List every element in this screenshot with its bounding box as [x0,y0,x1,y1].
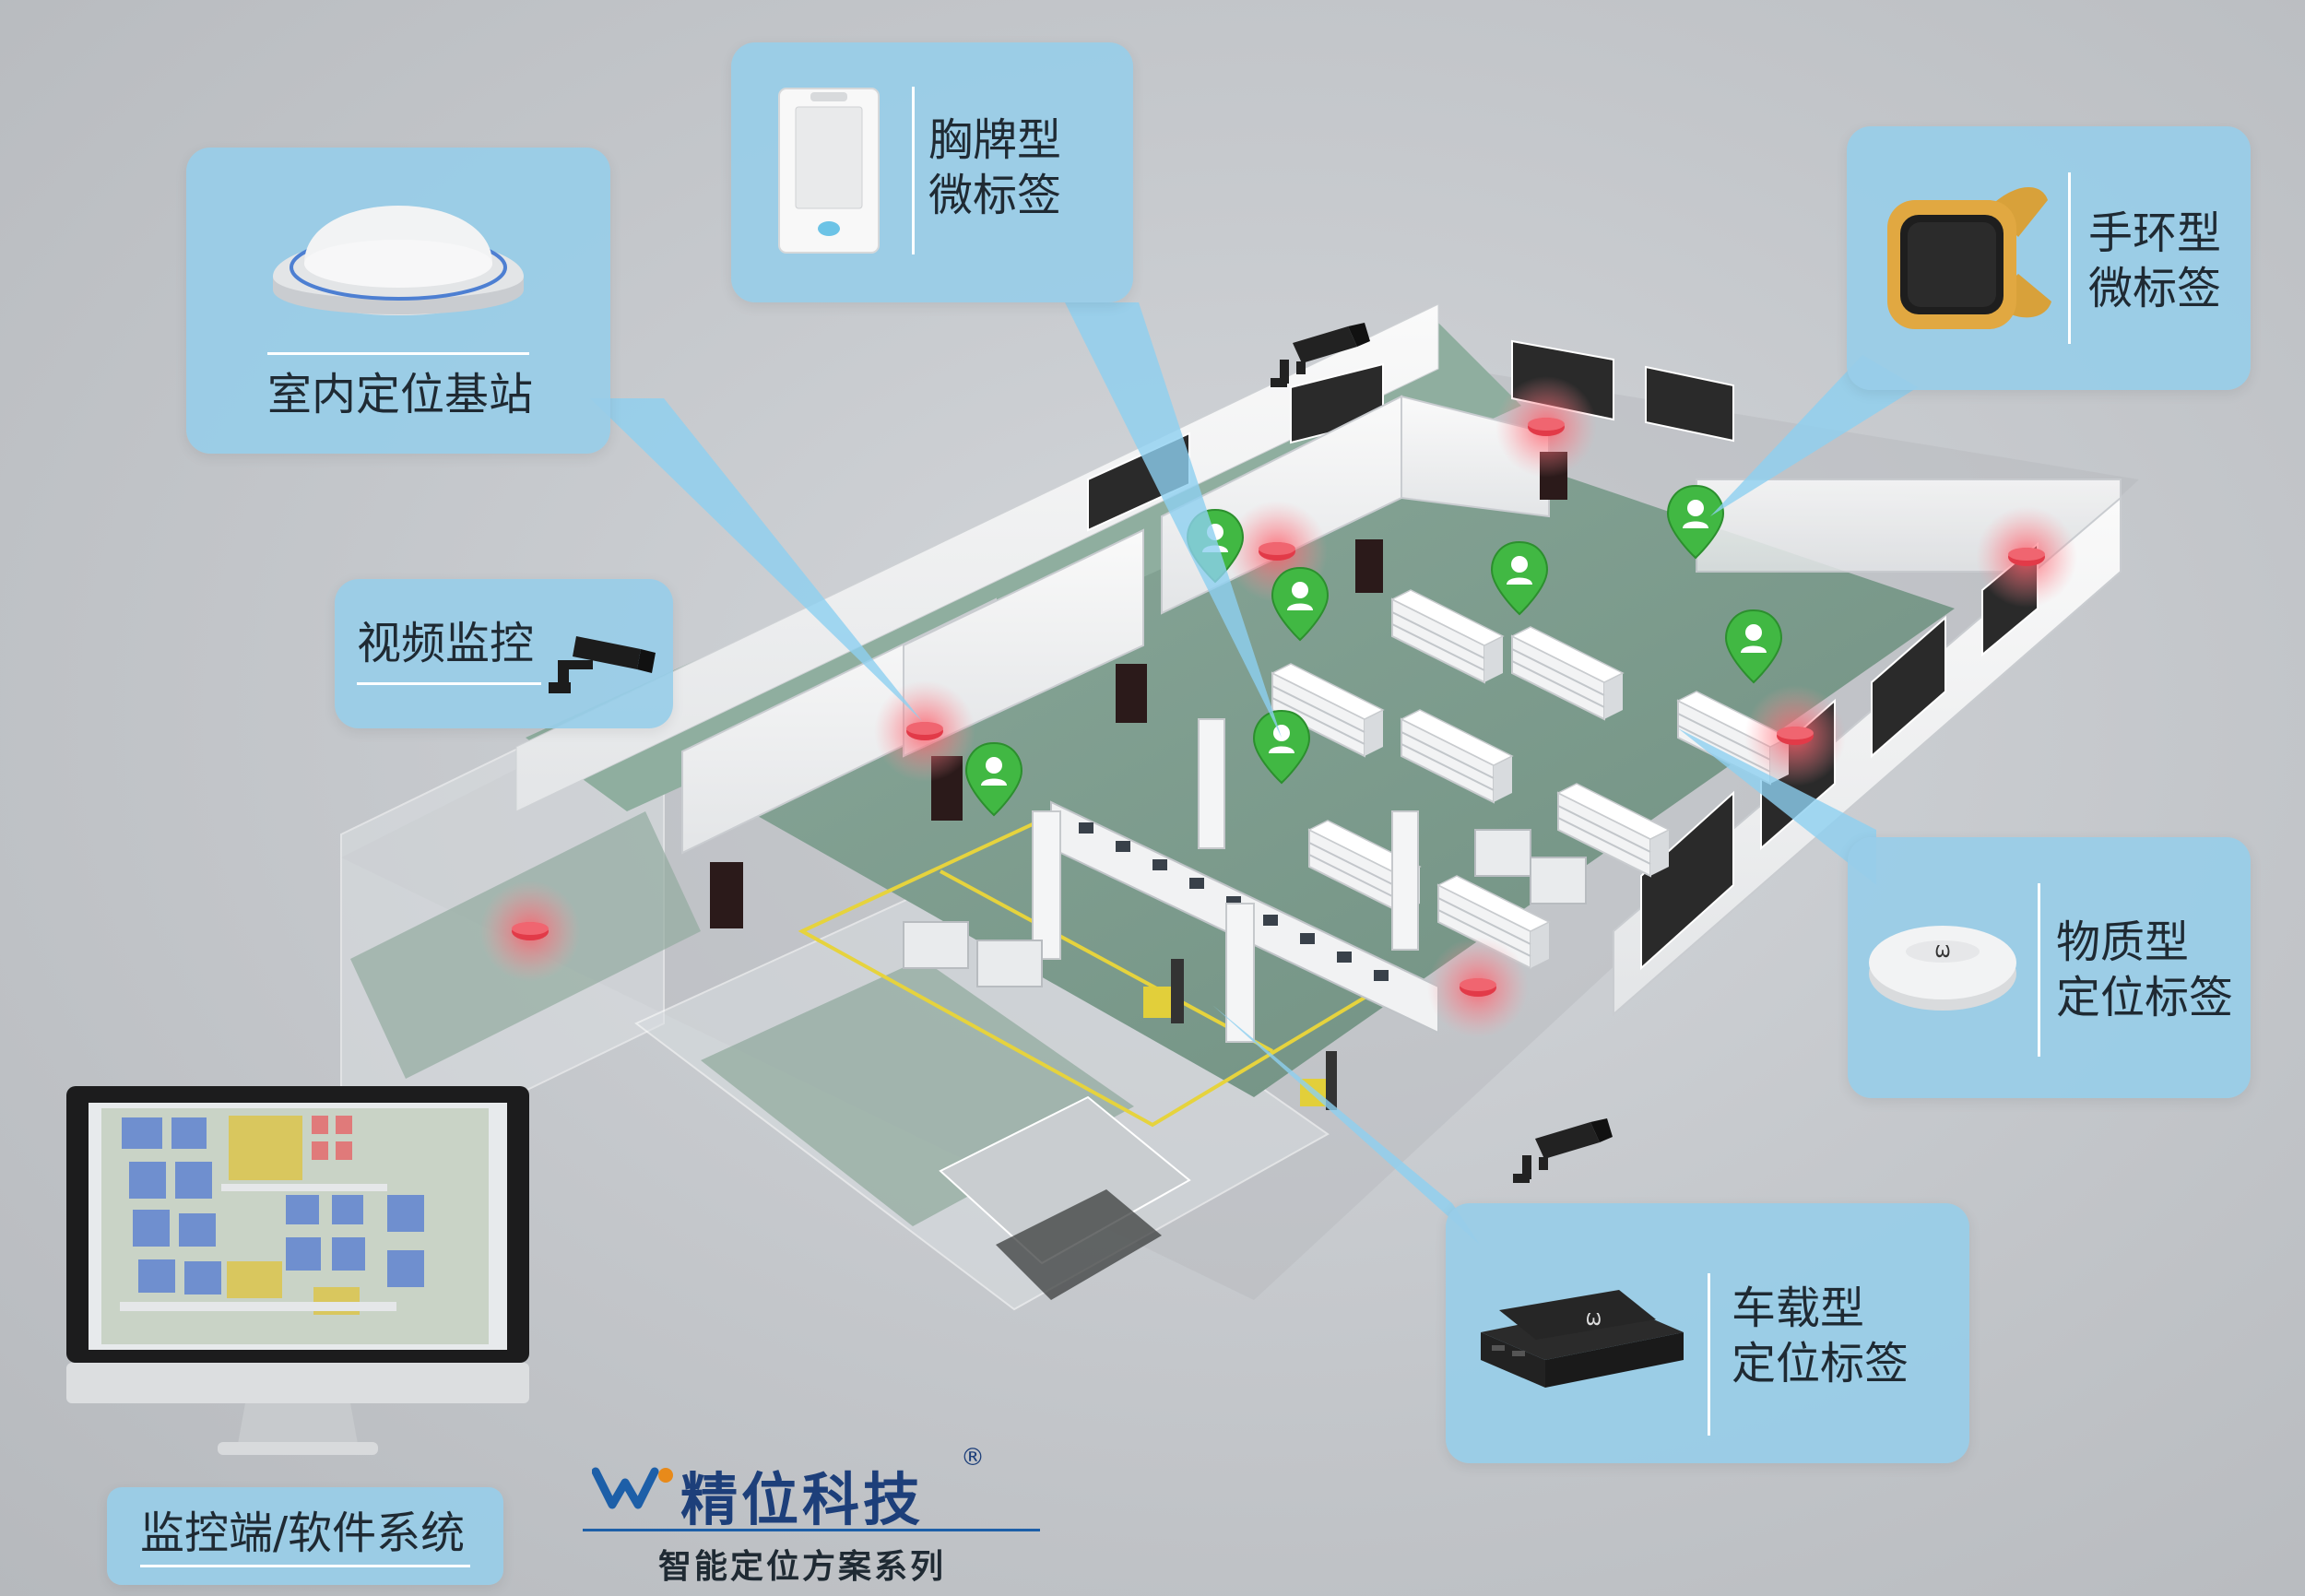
monitor-icon [66,1086,529,1455]
puck-tag-icon: Ѡ [1869,926,2016,1011]
svg-text:Ѡ: Ѡ [1586,1310,1602,1330]
brand-block: 精位科技 ® 智能定位方案系列 [581,1438,1042,1586]
badge-tag-callout: 胸牌型 微标签 [731,42,1133,302]
badge-tag-icon [778,88,880,254]
wristband-tag-callout: 手环型 微标签 [1847,126,2251,390]
brand-name: 精位科技 [680,1466,925,1533]
svg-text:Ѡ: Ѡ [1935,942,1951,962]
video-monitor-label: 视频监控 [357,618,535,669]
base-station-callout: 室内定位基站 [186,148,610,454]
material-tag-label: 物质型 定位标签 [2056,916,2234,1023]
brand-slogan: 智能定位方案系列 [658,1548,947,1586]
vehicle-tag-label: 车载型 定位标签 [1732,1283,1909,1389]
software-callout: 监控端/软件系统 [107,1487,503,1585]
ceiling-beacon-icon [273,206,524,315]
base-station-label: 室内定位基站 [267,369,534,420]
registered-mark: ® [961,1444,985,1472]
brand-logo-icon [592,1467,673,1509]
vehicle-tag-icon: Ѡ [1481,1290,1684,1388]
wristband-tag-label: 手环型 微标签 [2088,207,2222,314]
material-tag-callout: Ѡ 物质型 定位标签 [1848,837,2251,1098]
cctv-camera-icon [549,636,656,693]
software-label: 监控端/软件系统 [140,1507,466,1559]
wristband-tag-icon [1887,186,2051,329]
vehicle-tag-callout: Ѡ 车载型 定位标签 [1446,1203,1969,1463]
badge-tag-label: 胸牌型 微标签 [928,114,1062,221]
